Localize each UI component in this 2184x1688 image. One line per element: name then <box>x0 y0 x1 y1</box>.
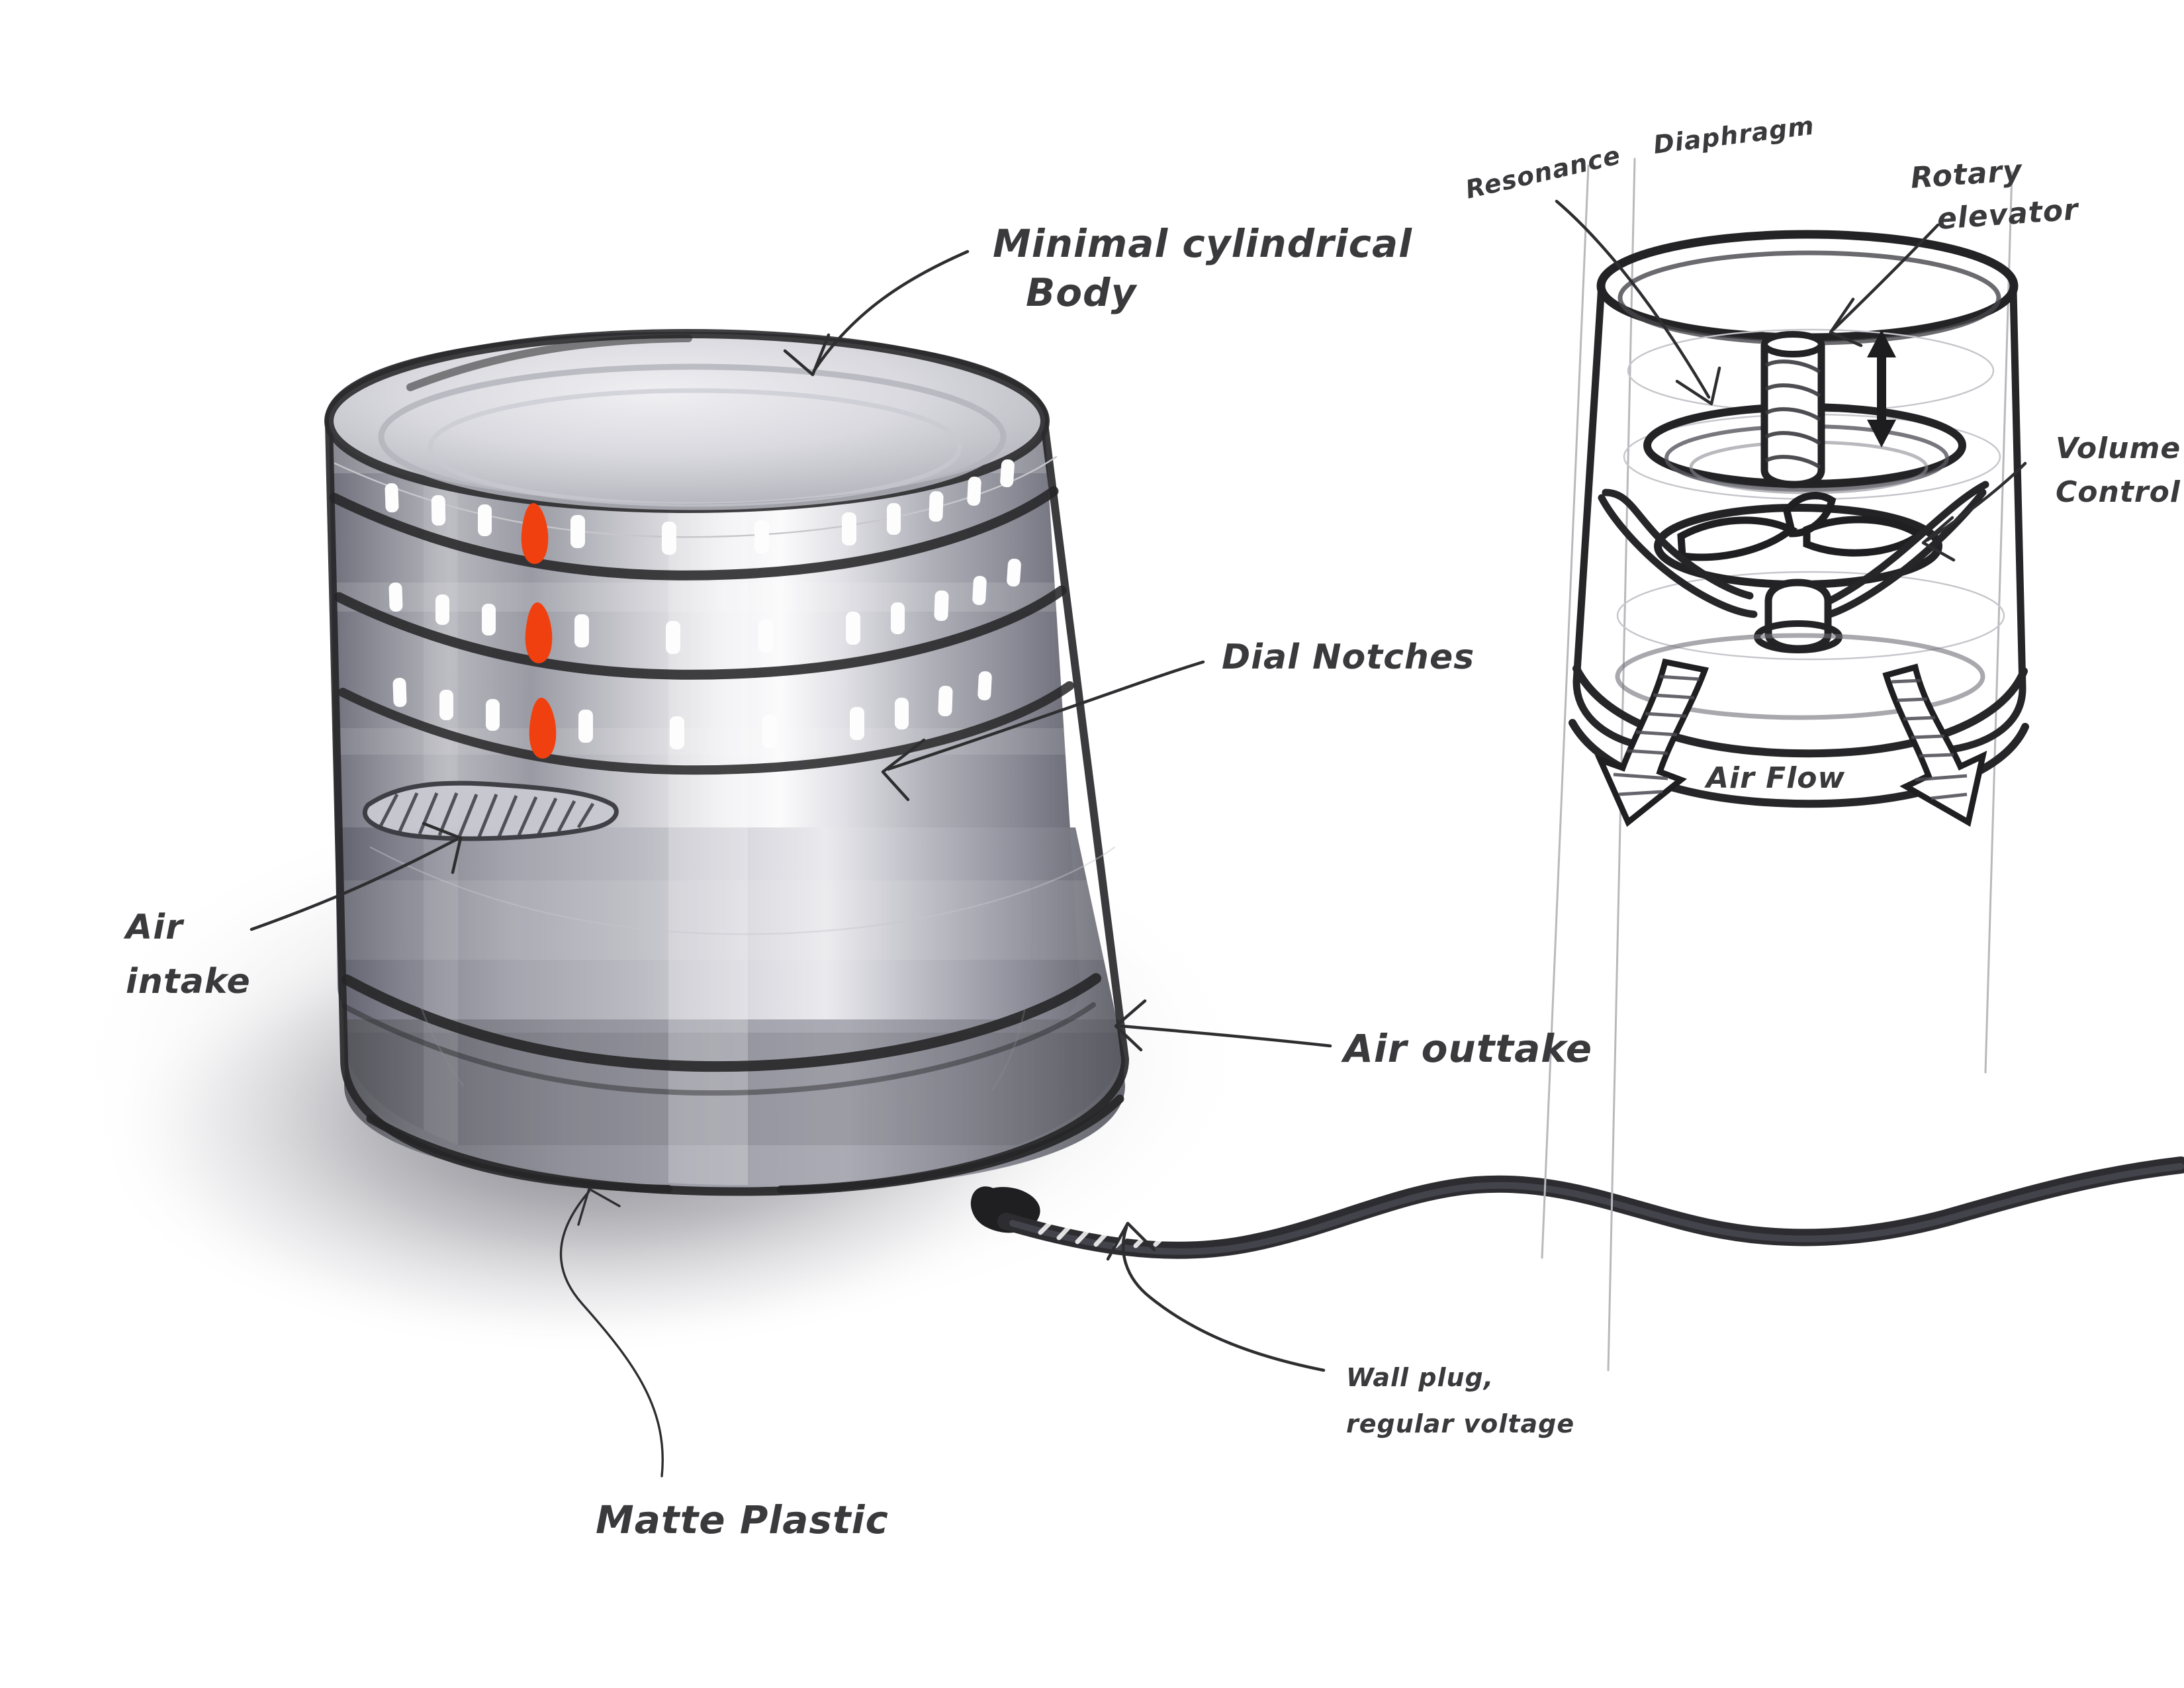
minimal-body-leader <box>812 250 970 373</box>
annotation-volume-control: Volume Control <box>1921 432 2181 562</box>
minimal-body-arrowhead <box>783 333 831 377</box>
cylinder-body <box>324 329 1129 1196</box>
rotary-elevator-label-line1: Rotary <box>1909 154 2024 195</box>
annotation-dial-notches: Dial Notches <box>881 637 1475 802</box>
interior-ghost-ring-3 <box>1616 571 2005 661</box>
construction-guide-right <box>1984 171 2013 1074</box>
annotation-matte-plastic: Matte Plastic <box>559 1188 889 1542</box>
cutaway-inner-floor <box>1615 633 1985 720</box>
matte-plastic-label: Matte Plastic <box>596 1497 889 1542</box>
minimal-body-label-line2: Body <box>1026 270 1138 315</box>
volume-control-label-line1: Volume <box>2056 432 2181 465</box>
dial-notches-leader <box>886 660 1205 771</box>
volume-control-arrowhead <box>1921 516 1956 562</box>
air-flow-label: Air Flow <box>1704 761 1845 795</box>
impeller-arm-left-lower <box>1598 494 1758 618</box>
air-outtake-arrowhead <box>1114 999 1147 1052</box>
body-outline-bottom <box>366 1094 1124 1196</box>
dial-seam-3 <box>338 681 1074 775</box>
matte-plastic-leader <box>559 1190 664 1477</box>
cutaway-lower-ring-1 <box>1572 665 2028 758</box>
resonance-diaphragm-label-line2: Diaphragm <box>1652 111 1816 159</box>
construction-arc-2 <box>369 846 1116 935</box>
dial-seam-1 <box>329 486 1059 581</box>
matte-plastic-arrowhead <box>577 1188 621 1226</box>
cutaway-shell-right <box>1948 287 2026 753</box>
wall-plug-label-line2: regular voltage <box>1346 1409 1574 1438</box>
top-recess <box>378 363 1007 510</box>
cable-inner-shade <box>1009 1163 2184 1255</box>
wall-plug-arrowhead <box>1106 1221 1156 1261</box>
annotation-air-intake: Air intake <box>123 821 463 1002</box>
impeller-blade-top <box>1783 492 1837 538</box>
dial-band-3-red-marker[interactable] <box>529 698 557 759</box>
dial-seam-2 <box>334 585 1067 680</box>
post-threads <box>1764 359 1821 469</box>
dial-band-1-red-marker[interactable] <box>521 503 549 564</box>
lower-contour-left <box>393 879 465 1087</box>
air-intake-label-line2: intake <box>126 962 251 1002</box>
lower-contour-right <box>991 872 1034 1091</box>
impeller-arm-left <box>1602 489 1754 600</box>
annotation-resonance-diaphragm: Resonance Diaphragm <box>1463 111 1816 406</box>
dial-band-2-red-marker[interactable] <box>525 602 553 663</box>
power-cable <box>971 1156 2184 1259</box>
travel-double-arrow <box>1867 330 1896 447</box>
annotation-wall-plug: Wall plug, regular voltage <box>1106 1221 1574 1438</box>
air-intake-hatching <box>378 792 595 837</box>
annotation-minimal-body: Minimal cylindrical Body <box>783 221 1412 377</box>
air-intake-label-line1: Air <box>123 908 185 947</box>
base-seam <box>341 1002 1096 1096</box>
dial-notches-label: Dial Notches <box>1222 637 1475 677</box>
mid-seam <box>341 973 1101 1072</box>
dial-notches-arrowhead <box>881 738 926 802</box>
dial-band-1-notches[interactable] <box>385 459 1015 564</box>
impeller-arm-right <box>1809 481 1989 612</box>
threaded-post <box>1760 331 1825 489</box>
wall-plug-label-line1: Wall plug, <box>1346 1363 1494 1392</box>
cutaway-diagram <box>1541 158 2029 1372</box>
air-intake-leader <box>250 837 459 931</box>
annotation-rotary-elevator: Rotary elevator <box>1829 154 2081 348</box>
dial-band-3-notches[interactable] <box>392 671 992 759</box>
air-intake-arrowhead <box>422 821 463 874</box>
volume-control-leader <box>1925 461 2027 542</box>
volume-control-label-line2: Control <box>2056 475 2181 509</box>
top-rim-highlight <box>406 334 692 391</box>
cutaway-shell-left <box>1572 281 1639 748</box>
base-section <box>344 1019 1125 1192</box>
annotation-air-outtake: Air outtake <box>1114 999 1592 1071</box>
minimal-body-label-line1: Minimal cylindrical <box>993 221 1412 266</box>
rotary-elevator-leader <box>1831 223 1940 332</box>
air-outtake-label: Air outtake <box>1341 1026 1592 1071</box>
wall-plug-leader <box>1121 1225 1326 1372</box>
impeller-assembly <box>1598 481 1989 653</box>
construction-guide-left <box>1541 164 1590 1259</box>
rotary-elevator-label-line2: elevator <box>1936 193 2080 236</box>
top-recess-inner <box>428 388 962 507</box>
dial-band-2-notches[interactable] <box>388 558 1021 663</box>
rotary-elevator-arrowhead <box>1829 297 1863 348</box>
resonance-diaphragm-arrowhead <box>1675 366 1721 406</box>
annotation-air-flow: Air Flow <box>1704 761 1845 795</box>
air-outtake-leader <box>1119 1024 1332 1048</box>
air-flow-arrow-right <box>1882 663 1987 827</box>
resonance-diaphragm-leader <box>1555 199 1711 399</box>
air-flow-arrow-left <box>1594 658 1709 827</box>
resonance-diaphragm-label-line1: Resonance <box>1463 140 1623 205</box>
